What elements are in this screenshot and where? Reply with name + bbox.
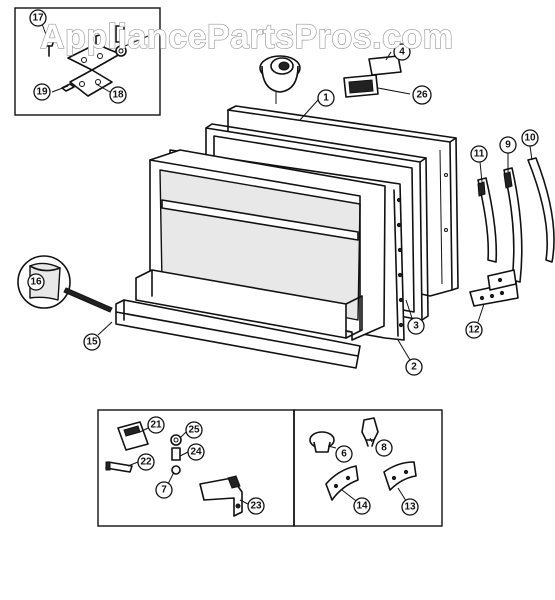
svg-text:11: 11 xyxy=(474,149,485,160)
svg-text:15: 15 xyxy=(86,337,98,348)
callout-12: 12 xyxy=(465,321,483,339)
svg-text:14: 14 xyxy=(356,501,368,512)
hinge-plate-lower xyxy=(69,69,113,97)
callout-23: 23 xyxy=(247,497,265,515)
svg-text:12: 12 xyxy=(468,325,480,336)
callout-1: 1 xyxy=(317,89,335,107)
callout-25: 25 xyxy=(185,421,203,439)
callout-8: 8 xyxy=(375,439,393,457)
svg-text:7: 7 xyxy=(161,485,167,496)
callout-18: 18 xyxy=(109,86,127,104)
svg-text:21: 21 xyxy=(150,420,162,431)
svg-text:9: 9 xyxy=(505,140,511,151)
callout-9: 9 xyxy=(499,136,517,154)
svg-text:24: 24 xyxy=(190,447,202,458)
svg-text:10: 10 xyxy=(524,133,536,144)
svg-text:23: 23 xyxy=(250,501,262,512)
callout-26: 26 xyxy=(412,85,432,105)
badge-part xyxy=(343,74,379,98)
svg-text:25: 25 xyxy=(188,425,200,436)
svg-text:16: 16 xyxy=(30,277,42,288)
callout-14: 14 xyxy=(353,497,371,515)
svg-text:2: 2 xyxy=(411,362,417,373)
svg-text:4: 4 xyxy=(399,47,405,58)
svg-text:26: 26 xyxy=(416,90,428,101)
callout-3: 3 xyxy=(407,317,425,335)
callout-17: 17 xyxy=(29,9,47,27)
callout-19: 19 xyxy=(33,83,51,101)
hinge-inset xyxy=(14,7,161,116)
svg-text:17: 17 xyxy=(32,13,44,24)
callout-21: 21 xyxy=(147,416,165,434)
hinge-bracket xyxy=(469,269,519,307)
hinge-straps xyxy=(477,157,555,283)
callout-6: 6 xyxy=(335,445,353,463)
svg-text:6: 6 xyxy=(341,449,347,460)
label-plate xyxy=(368,55,402,76)
bumper-inset xyxy=(293,409,443,527)
watermark-text: AppliancePartsPros.com xyxy=(40,18,453,56)
shelf-retainer-bar xyxy=(97,299,361,369)
svg-text:18: 18 xyxy=(112,90,124,101)
svg-text:19: 19 xyxy=(36,87,48,98)
callout-2: 2 xyxy=(405,358,423,376)
callout-11: 11 xyxy=(470,145,488,163)
callout-15: 15 xyxy=(83,333,101,351)
svg-text:8: 8 xyxy=(381,443,387,454)
door-liner xyxy=(135,149,386,341)
callout-22: 22 xyxy=(137,453,155,471)
callout-4: 4 xyxy=(393,43,411,61)
callout-16: 16 xyxy=(27,273,45,291)
door-roller-part xyxy=(259,55,301,104)
svg-text:3: 3 xyxy=(413,321,419,332)
screw-part xyxy=(43,39,55,57)
callout-10: 10 xyxy=(521,129,539,147)
callout-13: 13 xyxy=(401,498,419,516)
callout-24: 24 xyxy=(187,443,205,461)
callout-7: 7 xyxy=(155,481,173,499)
svg-text:1: 1 xyxy=(323,93,329,104)
svg-text:22: 22 xyxy=(140,457,152,468)
svg-text:13: 13 xyxy=(404,502,416,513)
